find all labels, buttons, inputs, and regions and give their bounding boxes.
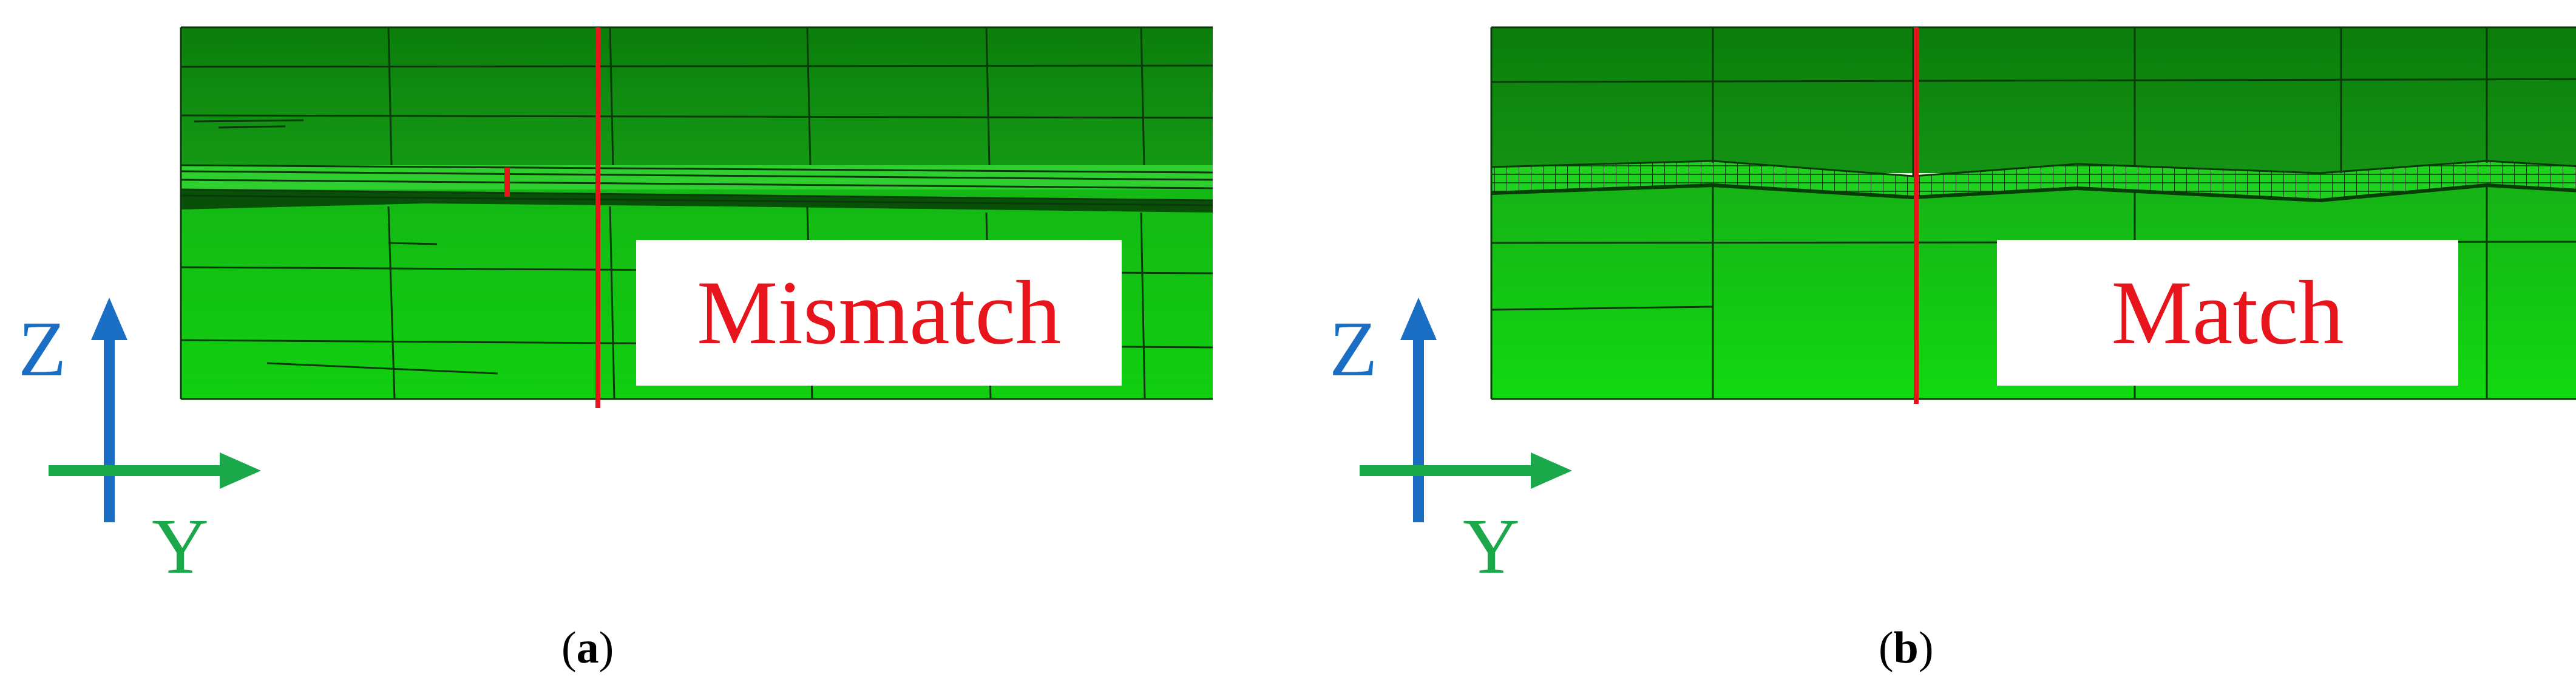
mesh-upper-region	[181, 27, 1213, 167]
y-axis-arrowhead	[1531, 452, 1572, 489]
caption-b: (b)	[1879, 626, 1933, 670]
axis-gizmo	[49, 298, 261, 522]
caption-open-paren: (	[1879, 623, 1894, 673]
caption-close-paren: )	[598, 623, 614, 673]
caption-a: (a)	[561, 626, 614, 670]
status-label: Match	[2111, 262, 2344, 363]
mesh-upper-region	[1491, 27, 2576, 173]
caption-close-paren: )	[1918, 623, 1934, 673]
status-box-match: Match	[1997, 240, 2458, 386]
caption-open-paren: (	[561, 623, 577, 673]
z-axis-arrowhead	[1400, 298, 1437, 340]
status-label: Mismatch	[697, 262, 1061, 363]
mismatch-marker	[504, 168, 510, 197]
z-axis-label: Z	[18, 305, 67, 393]
y-axis-label: Y	[152, 503, 209, 590]
caption-letter: b	[1893, 623, 1919, 673]
y-axis-arrowhead	[220, 452, 261, 489]
axis-gizmo	[1360, 298, 1572, 522]
z-axis-label: Z	[1329, 305, 1378, 393]
z-axis-arrowhead	[91, 298, 127, 340]
status-box-mismatch: Mismatch	[636, 240, 1122, 386]
caption-letter: a	[576, 623, 599, 673]
y-axis-label: Y	[1463, 503, 1520, 590]
